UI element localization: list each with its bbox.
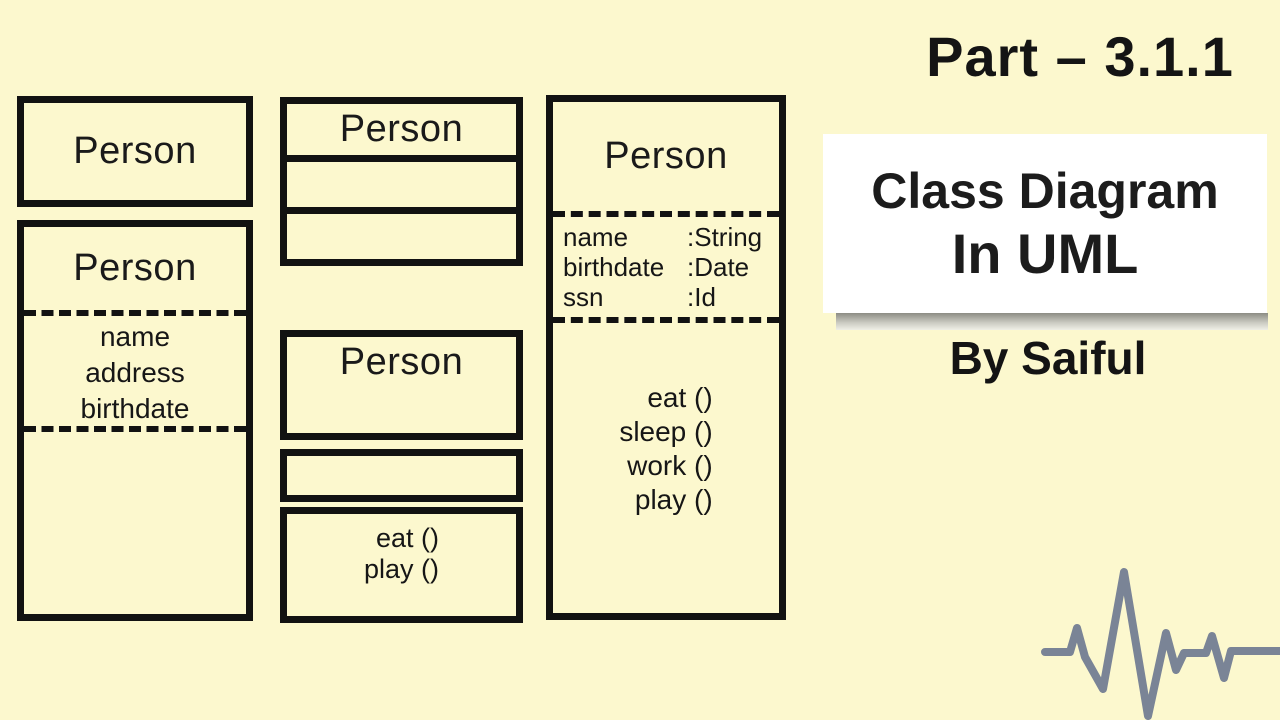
uml-class-box-full: Person name :String birthdate :Date ssn …	[546, 95, 786, 620]
attribute: name	[99, 321, 171, 352]
uml-class-box-title: Person	[280, 330, 523, 440]
class-title: Person	[604, 135, 728, 177]
methods-compartment: eat () play ()	[287, 514, 516, 585]
attribute-row: birthdate :Date	[563, 252, 779, 282]
attribute-type: :String	[687, 222, 763, 252]
method: sleep ()	[619, 416, 713, 447]
attribute: address	[85, 357, 185, 388]
dashed-separator	[24, 426, 246, 432]
solid-separator	[287, 155, 516, 162]
attribute-type: :Id	[687, 282, 716, 312]
dashed-separator	[24, 310, 246, 316]
methods-list: eat () sleep () work () play ()	[619, 381, 712, 517]
author-label: By Saiful	[949, 332, 1147, 384]
empty-compartment	[287, 214, 516, 259]
attribute: birthdate	[80, 393, 190, 424]
methods-list: eat () play ()	[364, 523, 439, 585]
title-card-shadow	[836, 313, 1268, 330]
method: eat ()	[647, 382, 713, 413]
part-label: Part – 3.1.1	[926, 25, 1234, 88]
class-title: Person	[73, 247, 197, 289]
empty-compartment	[24, 432, 246, 614]
method: work ()	[627, 450, 713, 481]
uml-class-box-name-only: Person	[17, 96, 253, 207]
uml-class-box-with-attributes: Person name address birthdate	[17, 220, 253, 621]
attribute-name: name	[563, 222, 629, 252]
empty-compartment	[287, 162, 516, 207]
title-line-2: In UML	[951, 221, 1139, 285]
uml-class-box-three-compartments: Person	[280, 97, 523, 266]
solid-separator	[287, 207, 516, 214]
attributes-compartment: name address birthdate	[24, 316, 246, 426]
attribute-name: birthdate	[563, 252, 665, 282]
attribute-row: name :String	[563, 222, 779, 252]
attribute-type: :Date	[687, 252, 750, 282]
class-title: Person	[339, 108, 464, 150]
attributes-compartment: name :String birthdate :Date ssn :Id	[553, 217, 779, 317]
class-title: Person	[339, 341, 464, 383]
uml-empty-box	[280, 449, 523, 502]
method: eat ()	[375, 523, 439, 553]
class-title: Person	[73, 130, 197, 172]
attribute-name: ssn	[563, 282, 604, 312]
uml-methods-box: eat () play ()	[280, 507, 523, 623]
title-card: Class Diagram In UML	[823, 134, 1267, 313]
methods-compartment: eat () sleep () work () play ()	[553, 323, 779, 613]
dashed-separator	[553, 317, 779, 323]
title-line-1: Class Diagram	[871, 162, 1219, 219]
attribute-row: ssn :Id	[563, 282, 779, 312]
dashed-separator	[553, 211, 779, 217]
ecg-pulse-icon	[1041, 568, 1280, 720]
method: play ()	[363, 554, 439, 584]
method: play ()	[634, 484, 713, 515]
